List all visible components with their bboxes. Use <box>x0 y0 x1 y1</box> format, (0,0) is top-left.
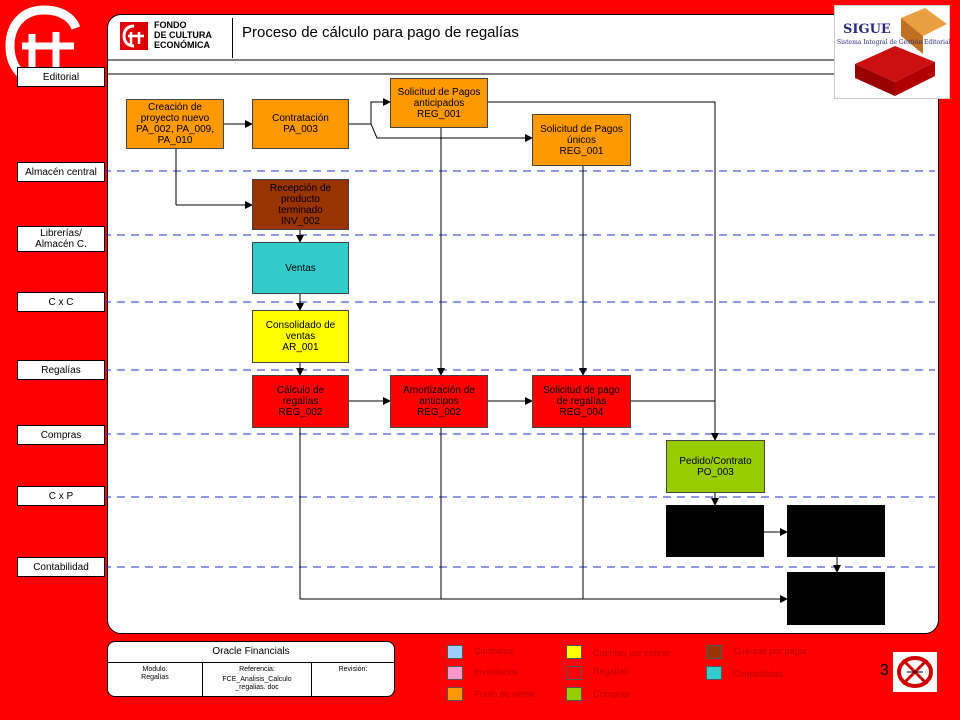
legend-swatch-contratos <box>447 645 463 659</box>
footer-referencia-label: Referencia: <box>239 666 275 673</box>
box-solicitud-pago-regalias[interactable]: Solicitud de pago de regalías REG_004 <box>532 375 631 428</box>
sigue-subtitle: Sistema Integral de Gestión Editorial <box>837 39 951 46</box>
header-brand: FONDO DE CULTURA ECONÓMICA <box>114 18 233 58</box>
brand-line-2: DE CULTURA <box>154 30 212 40</box>
lane-cxc: C x C <box>17 292 105 312</box>
footer-revision-label: Revisión: <box>338 666 368 673</box>
brand-line-1: FONDO <box>154 20 187 30</box>
legend-label-punto-venta: Punto de venta <box>474 689 535 699</box>
box-solicitud-anticipados[interactable]: Solicitud de Pagos anticipados REG_001 <box>390 78 488 128</box>
box-solicitud-unicos[interactable]: Solicitud de Pagos únicos REG_001 <box>532 114 631 166</box>
sigue-logo: SIGUE Sistema Integral de Gestión Editor… <box>834 5 950 99</box>
legend-swatch-cxp <box>706 645 722 659</box>
page-title: Proceso de cálculo para pago de regalías <box>242 24 519 41</box>
legend-label-contratos: Contratos <box>474 646 514 656</box>
legend-label-cxc: Cuentas por cobrar <box>593 648 671 658</box>
legend-swatch-cxc <box>566 645 582 659</box>
footer-divider-1 <box>202 663 203 696</box>
legend-swatch-compras <box>566 687 582 701</box>
box-contratacion[interactable]: Contratación PA_003 <box>252 99 349 149</box>
brand-line-3: ECONÓMICA <box>154 40 210 50</box>
footer-system: Oracle Financials <box>108 642 394 663</box>
fce-stamp-icon <box>893 652 937 692</box>
lane-librerias: Librerías/ Almacén C. <box>17 226 105 252</box>
legend-label-inventarios: Inventarios <box>474 667 519 677</box>
legend-swatch-inventarios <box>447 666 463 680</box>
footer-info: Oracle Financials Modulo: Regalías Refer… <box>107 641 395 697</box>
legend-swatch-contabilidad <box>706 666 722 680</box>
box-calculo-regalias[interactable]: Cálculo de regalías REG_002 <box>252 375 349 428</box>
sigue-title: SIGUE <box>843 22 891 37</box>
lane-almacen-central: Almacén central <box>17 162 105 182</box>
lane-separators <box>103 170 935 568</box>
legend-label-compras: Compras <box>593 689 630 699</box>
legend-label-cxp: Cuentas por pagar <box>733 646 808 656</box>
brand-text: FONDO DE CULTURA ECONÓMICA <box>154 20 234 50</box>
box-amortizacion-anticipos[interactable]: Amortización de anticipos REG_002 <box>390 375 488 428</box>
footer-modulo-value: Regalías <box>141 674 169 681</box>
box-recepcion-producto[interactable]: Recepción de producto terminado INV_002 <box>252 179 349 230</box>
box-contabilidad-black[interactable] <box>787 572 885 625</box>
fce-mark-icon <box>120 22 148 50</box>
footer-modulo-label: Modulo: <box>142 666 168 673</box>
box-ventas[interactable]: Ventas <box>252 242 349 294</box>
legend-swatch-regalias <box>566 666 582 680</box>
footer-divider-2 <box>311 663 312 696</box>
page-number: 3 <box>880 662 889 679</box>
box-consolidado-ventas[interactable]: Consolidado de ventas AR_001 <box>252 310 349 363</box>
box-creacion-proyecto[interactable]: Creación de proyecto nuevo PA_002, PA_00… <box>126 99 224 149</box>
box-cxp-black-2[interactable] <box>787 505 885 557</box>
lane-regalias: Regalías <box>17 360 105 380</box>
lane-contabilidad: Contabilidad <box>17 557 105 577</box>
legend-label-regalias: Regalías <box>593 666 629 676</box>
footer-referencia-value: FCE_Analisis_Calculo _regalias. doc <box>222 676 292 691</box>
box-cxp-black-1[interactable] <box>666 505 764 557</box>
legend-swatch-punto-venta <box>447 687 463 701</box>
sigue-box-icon <box>855 8 947 96</box>
box-pedido-contrato[interactable]: Pedido/Contrato PO_003 <box>666 440 765 493</box>
legend-label-contabilidad: Contabilidad <box>733 669 784 679</box>
lane-editorial: Editorial <box>17 67 105 87</box>
lane-cxp: C x P <box>17 486 105 506</box>
lane-compras: Compras <box>17 425 105 445</box>
